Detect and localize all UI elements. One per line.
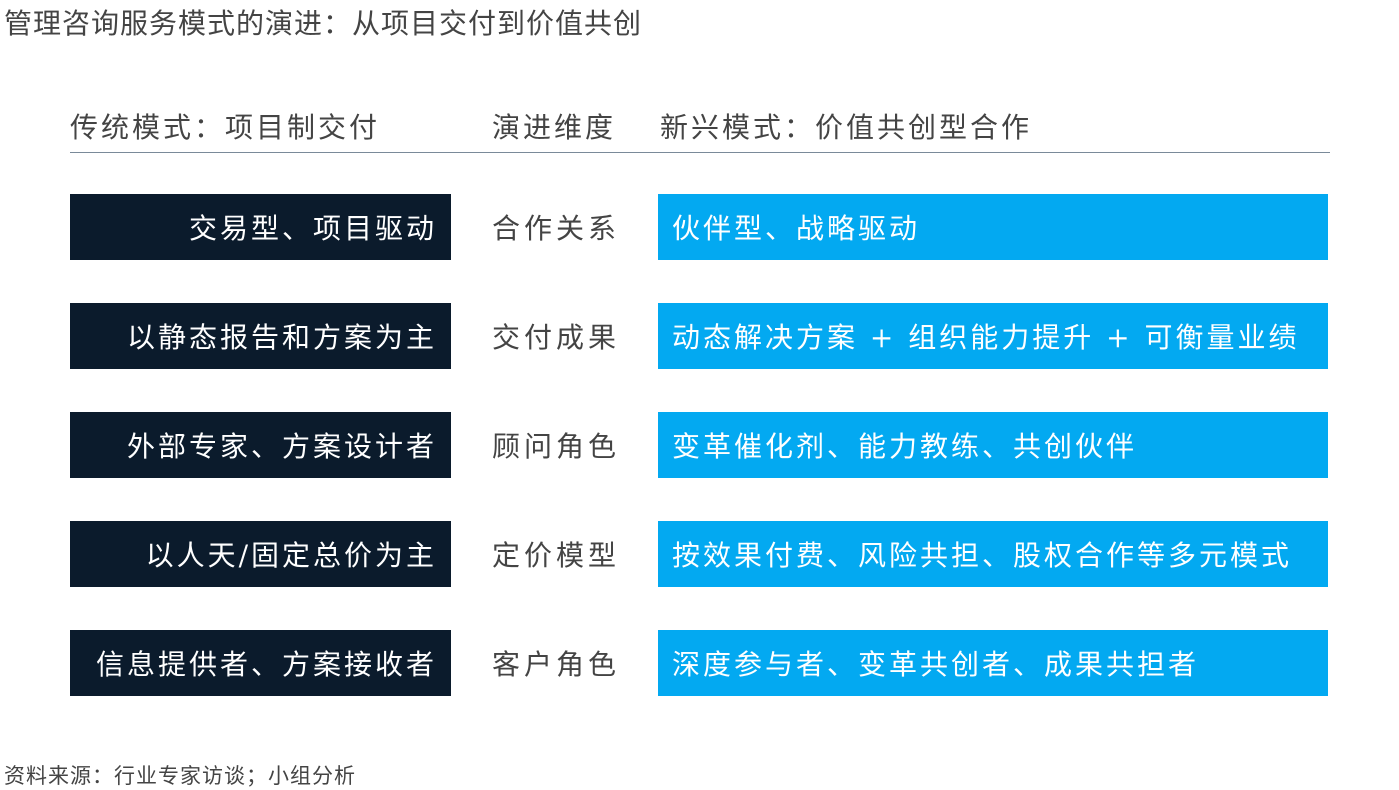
traditional-cell: 交易型、项目驱动 [70,194,451,260]
source-note: 资料来源：行业专家访谈；小组分析 [4,764,356,788]
dimension-cell: 顾问角色 [492,430,621,463]
dimension-cell: 交付成果 [492,321,621,354]
emerging-cell: 动态解决方案 + 组织能力提升 + 可衡量业绩 [658,303,1328,369]
dimension-cell: 客户角色 [492,648,621,681]
traditional-cell: 外部专家、方案设计者 [70,412,451,478]
traditional-cell: 以人天/固定总价为主 [70,521,451,587]
comparison-row: 外部专家、方案设计者 顾问角色 变革催化剂、能力教练、共创伙伴 [0,412,1399,478]
comparison-row: 以人天/固定总价为主 定价模型 按效果付费、风险共担、股权合作等多元模式 [0,521,1399,587]
comparison-row: 信息提供者、方案接收者 客户角色 深度参与者、变革共创者、成果共担者 [0,630,1399,696]
dimension-cell: 合作关系 [492,212,621,245]
comparison-row: 以静态报告和方案为主 交付成果 动态解决方案 + 组织能力提升 + 可衡量业绩 [0,303,1399,369]
page-title: 管理咨询服务模式的演进：从项目交付到价值共创 [4,7,643,40]
emerging-cell: 变革催化剂、能力教练、共创伙伴 [658,412,1328,478]
traditional-cell: 信息提供者、方案接收者 [70,630,451,696]
header-dimension: 演进维度 [492,111,617,144]
emerging-cell: 按效果付费、风险共担、股权合作等多元模式 [658,521,1328,587]
dimension-cell: 定价模型 [492,539,621,572]
emerging-cell: 伙伴型、战略驱动 [658,194,1328,260]
traditional-cell: 以静态报告和方案为主 [70,303,451,369]
header-emerging: 新兴模式：价值共创型合作 [660,111,1033,144]
header-traditional: 传统模式：项目制交付 [70,111,381,144]
header-divider [70,152,1330,153]
comparison-row: 交易型、项目驱动 合作关系 伙伴型、战略驱动 [0,194,1399,260]
emerging-cell: 深度参与者、变革共创者、成果共担者 [658,630,1328,696]
